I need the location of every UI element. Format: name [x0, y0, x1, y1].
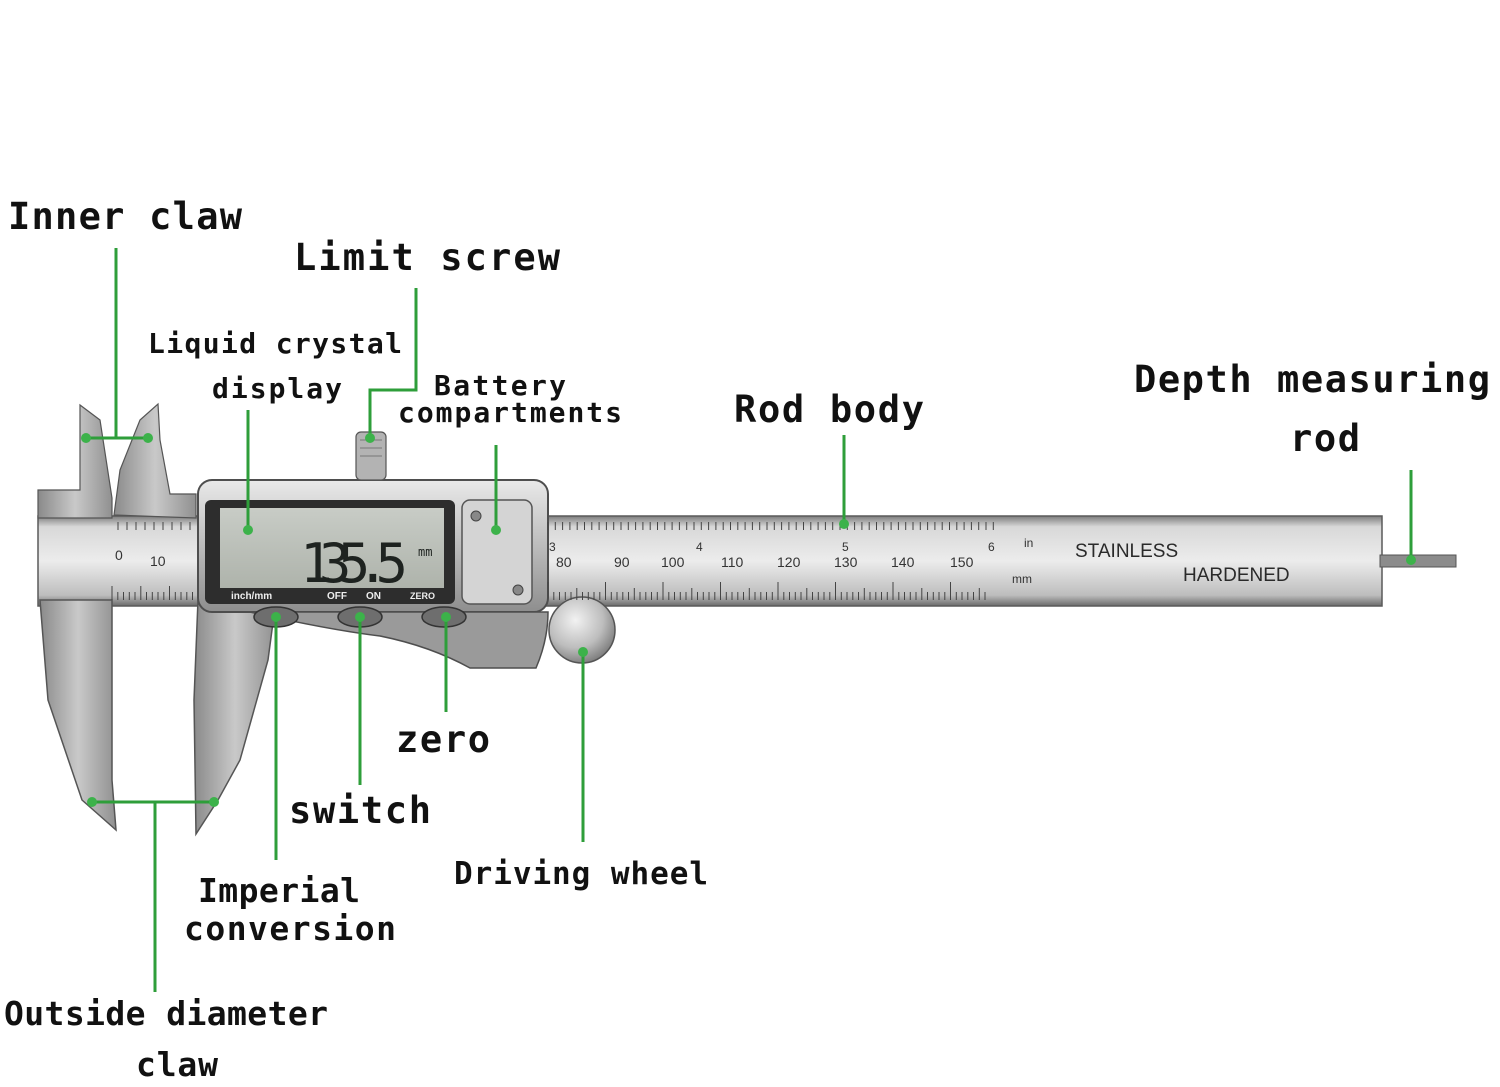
fixed-outside-jaw — [39, 599, 117, 832]
leader-dot — [355, 612, 365, 622]
scale-mark: 100 — [661, 554, 685, 570]
leader-dot — [243, 525, 253, 535]
unit-mm: mm — [1012, 572, 1032, 586]
label-imperial-line2: conversion — [184, 909, 396, 948]
inch-mark: 5 — [842, 540, 849, 554]
lcd-screen — [220, 508, 444, 588]
scale-mark: 140 — [891, 554, 915, 570]
inch-mark: 4 — [696, 540, 703, 554]
scale-mark: 120 — [777, 554, 801, 570]
leader-dot — [839, 519, 849, 529]
btn-label-off: OFF — [327, 591, 347, 602]
btn-label-inch-mm: inch/mm — [231, 591, 272, 602]
label-battery-line1: Battery — [434, 369, 566, 402]
stamp-hardened: HARDENED — [1183, 565, 1290, 586]
leader-dot — [81, 433, 91, 443]
scale-mark: 130 — [834, 554, 858, 570]
unit-in: in — [1024, 536, 1033, 550]
label-switch: switch — [289, 789, 431, 832]
leader-dots — [81, 433, 1416, 807]
label-battery-line2: compartments — [398, 396, 622, 429]
label-outside-line1: Outside diameter — [4, 994, 328, 1033]
slider-lower-curve — [249, 611, 549, 669]
label-depth-line2: rod — [1290, 417, 1360, 460]
moving-inner-claw — [113, 402, 197, 519]
scale-mark: 90 — [614, 554, 630, 570]
label-lcd-line1: Liquid crystal — [148, 327, 402, 360]
leader-dot — [578, 647, 588, 657]
stamp-stainless: STAINLESS — [1075, 541, 1178, 562]
inch-mark: 6 — [988, 540, 995, 554]
scale-mark: 0 — [115, 547, 123, 563]
leader-dot — [1406, 555, 1416, 565]
caliper: 135.5 mm inch/mm OFF ON ZERO 0 10 80 90 … — [37, 402, 1457, 837]
label-rod-body: Rod body — [734, 388, 924, 431]
btn-label-on: ON — [366, 591, 381, 602]
label-imperial-line1: Imperial — [198, 871, 360, 910]
label-lcd-line2: display — [212, 372, 342, 405]
label-zero: zero — [396, 718, 490, 761]
labels: Inner claw Limit screw Liquid crystal di… — [4, 195, 1490, 1084]
label-driving-wheel: Driving wheel — [454, 856, 708, 892]
label-limit-screw: Limit screw — [294, 236, 561, 279]
battery-screw-icon — [470, 510, 482, 522]
leader-dot — [491, 525, 501, 535]
leader-dot — [87, 797, 97, 807]
leader-dot — [271, 612, 281, 622]
scale-mark: 110 — [721, 554, 744, 570]
leader-dot — [209, 797, 219, 807]
scale-mark: 10 — [150, 553, 166, 569]
leader-limit-screw — [368, 288, 418, 438]
label-inner-claw: Inner claw — [8, 195, 243, 238]
label-outside-line2: claw — [136, 1045, 218, 1084]
lcd-reading: 135.5 — [300, 532, 408, 595]
beam-scale — [111, 522, 994, 600]
moving-outside-jaw — [193, 599, 277, 837]
depth-rod-shape — [1379, 554, 1457, 568]
scale-mark: 150 — [950, 554, 974, 570]
leader-dot — [365, 433, 375, 443]
label-depth-line1: Depth measuring — [1134, 358, 1490, 401]
scale-mark: 80 — [556, 554, 572, 570]
lcd-unit: mm — [418, 545, 432, 559]
battery-screw-icon — [512, 584, 524, 596]
leader-dot — [441, 612, 451, 622]
leader-dot — [143, 433, 153, 443]
inch-mark: 3 — [549, 540, 556, 554]
leader-lines — [86, 248, 1413, 992]
fixed-inner-claw — [37, 403, 113, 519]
btn-label-zero: ZERO — [410, 591, 435, 601]
